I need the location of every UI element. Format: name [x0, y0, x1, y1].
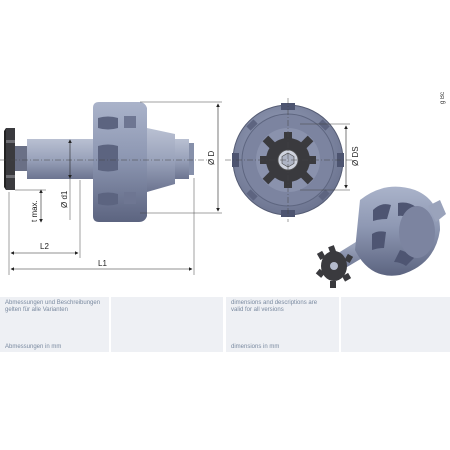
label-t-max: t max. [30, 200, 39, 222]
info-panel-de: Abmessungen und Beschreibungen gelten fü… [0, 297, 109, 352]
cutter-hub [15, 146, 27, 171]
label-DS: Ø DS [351, 146, 360, 166]
units-de: Abmessungen in mm [5, 344, 62, 350]
technical-drawing: Ø D Ø d1 t max. L2 L1 [0, 98, 446, 288]
cutter-disc [6, 128, 15, 190]
units-en: dimensions in mm [231, 344, 280, 350]
note-de: Abmessungen und Beschreibungen gelten fü… [5, 300, 101, 313]
corner-code: g Bc [440, 92, 446, 105]
label-L1: L1 [98, 259, 107, 268]
side-view: Ø D Ø d1 t max. L2 L1 [0, 101, 222, 275]
front-view: Ø DS [225, 98, 360, 222]
info-panel-blank-2 [341, 297, 450, 352]
note-en: dimensions and descriptions are valid fo… [231, 300, 318, 313]
taper [147, 128, 175, 192]
info-panel-blank-1 [111, 297, 223, 352]
label-d1: Ø d1 [60, 190, 69, 208]
isometric-view [315, 186, 446, 288]
label-D: Ø D [207, 151, 216, 165]
label-L2: L2 [40, 242, 49, 251]
info-panel-en: dimensions and descriptions are valid fo… [226, 297, 339, 352]
shank [27, 139, 93, 179]
